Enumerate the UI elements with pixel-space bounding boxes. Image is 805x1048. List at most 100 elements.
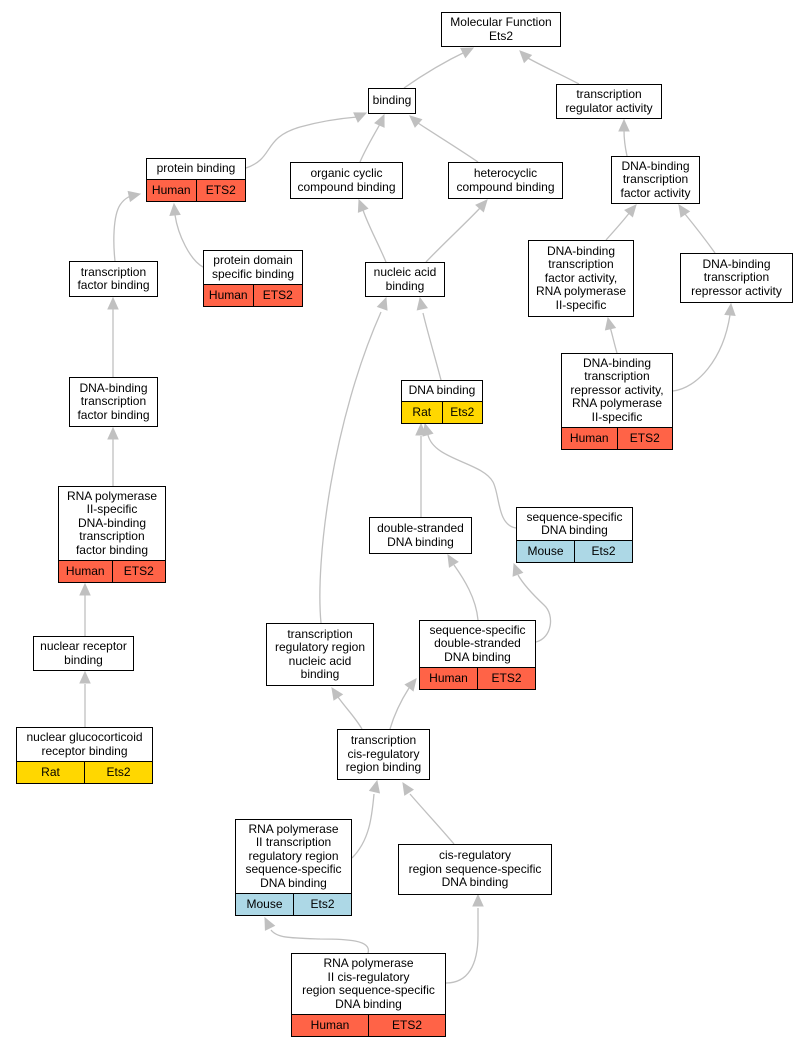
- edge-dbtra-to-dbtfa: [678, 203, 716, 254]
- arrowhead: [264, 916, 276, 931]
- edge-line: [425, 207, 481, 263]
- species-tag: Human: [204, 285, 253, 306]
- edge-tfb-to-pb: [113, 190, 142, 262]
- node-tra[interactable]: transcription regulator activity: [556, 84, 662, 119]
- gene-tag: ETS2: [477, 668, 535, 689]
- node-dbtfb[interactable]: DNA-binding transcription factor binding: [69, 377, 158, 427]
- edge-line: [623, 129, 628, 157]
- node-dbtfa2[interactable]: DNA-binding transcription factor activit…: [528, 240, 634, 317]
- edge-dnab-to-nab: [416, 296, 442, 381]
- node-label: transcription factor binding: [77, 264, 150, 292]
- arrowhead: [447, 553, 459, 568]
- edge-nab-to-ocb: [357, 198, 387, 263]
- node-label: organic cyclic compound binding: [297, 166, 396, 194]
- node-label: RNA polymerase II transcription regulato…: [245, 821, 342, 890]
- edge-dbtra2-to-dbtfa2: [604, 316, 618, 354]
- node-ocb[interactable]: organic cyclic compound binding: [290, 162, 403, 199]
- node-dbtra[interactable]: DNA-binding transcription repressor acti…: [680, 253, 793, 303]
- node-label: sequence-specific DNA binding: [526, 509, 623, 537]
- edge-line: [403, 50, 468, 89]
- arrowhead: [604, 316, 617, 331]
- arrowhead: [460, 47, 475, 59]
- edge-line: [113, 195, 132, 262]
- node-dsdb[interactable]: double-stranded DNA binding: [369, 517, 472, 554]
- node-label: DNA-binding transcription repressor acti…: [570, 355, 664, 424]
- node-crrssdb[interactable]: cis-regulatory region sequence-specific …: [398, 844, 552, 895]
- node-ssdsdb[interactable]: sequence-specific double-stranded DNA bi…: [419, 620, 536, 690]
- arrowhead: [475, 199, 488, 213]
- edge-ssdb-to-dnab: [422, 422, 517, 529]
- gene-tag: ETS2: [616, 428, 672, 449]
- edge-line: [409, 793, 455, 845]
- edge-line: [270, 929, 369, 954]
- edge-nab-to-hcb: [425, 199, 488, 263]
- edge-dbtfb-to-tfb: [107, 296, 119, 377]
- edge-line: [245, 116, 358, 169]
- arrowhead: [368, 779, 381, 794]
- arrowhead: [519, 50, 533, 64]
- edge-line: [605, 211, 631, 241]
- node-dbtra2[interactable]: DNA-binding transcription repressor acti…: [561, 353, 673, 450]
- node-mf[interactable]: Molecular Function Ets2: [441, 12, 561, 47]
- node-tfb[interactable]: transcription factor binding: [69, 261, 158, 297]
- arrowhead: [724, 302, 736, 316]
- edge-line: [684, 213, 716, 254]
- edge-binding-to-mf: [403, 47, 475, 89]
- edge-line: [445, 908, 479, 984]
- edge-line: [174, 214, 204, 268]
- species-tag: Human: [562, 428, 617, 449]
- node-hcb[interactable]: heterocyclic compound binding: [448, 162, 563, 199]
- node-label: transcription cis-regulatory region bind…: [345, 733, 422, 775]
- node-label: double-stranded DNA binding: [377, 521, 464, 549]
- edge-line: [362, 209, 387, 263]
- node-trrnab[interactable]: transcription regulatory region nucleic …: [266, 623, 374, 686]
- arrowhead: [624, 204, 637, 218]
- arrowhead: [107, 426, 119, 440]
- arrowhead: [331, 686, 344, 701]
- edge-dbtfa2-to-dbtfa: [605, 204, 637, 241]
- gene-tag: ETS2: [195, 180, 245, 201]
- node-nrb[interactable]: nuclear receptor binding: [33, 636, 134, 671]
- node-tcrrb[interactable]: transcription cis-regulatory region bind…: [337, 729, 430, 780]
- species-tag: Human: [147, 180, 196, 201]
- node-nab[interactable]: nucleic acid binding: [365, 262, 445, 297]
- node-label: transcription regulator activity: [565, 87, 653, 115]
- node-label: DNA-binding transcription repressor acti…: [691, 256, 782, 298]
- edge-line: [525, 56, 580, 85]
- arrowhead: [107, 296, 119, 310]
- node-binding[interactable]: binding: [368, 88, 416, 114]
- node-label: nuclear receptor binding: [40, 639, 127, 667]
- node-rnap2trr[interactable]: RNA polymerase II transcription regulato…: [235, 819, 352, 916]
- node-rnap2[interactable]: RNA polymerase II-specific DNA-binding t…: [58, 486, 166, 583]
- node-dbtfa[interactable]: DNA-binding transcription factor activit…: [611, 156, 700, 204]
- node-rnap2crr[interactable]: RNA polymerase II cis-regulatory region …: [291, 953, 446, 1037]
- edge-dsdb-to-dnab: [415, 422, 427, 518]
- edge-line: [337, 696, 363, 730]
- species-tag: Mouse: [236, 894, 293, 915]
- node-label: DNA binding: [408, 383, 476, 398]
- edge-crrssdb-to-tcrrb: [402, 781, 455, 845]
- node-label: nuclear glucocorticoid receptor binding: [26, 730, 143, 758]
- node-label: RNA polymerase II-specific DNA-binding t…: [66, 488, 158, 557]
- gene-tag: Ets2: [574, 541, 632, 562]
- node-label: Molecular Function Ets2: [450, 15, 552, 43]
- species-tag: Human: [420, 668, 477, 689]
- node-label: transcription regulatory region nucleic …: [274, 626, 366, 681]
- arrowhead: [618, 118, 630, 132]
- node-label: heterocyclic compound binding: [456, 166, 555, 194]
- arrowhead: [678, 203, 691, 218]
- gene-tag: ETS2: [111, 561, 165, 582]
- edge-nrb-to-rnap2: [79, 582, 91, 636]
- edge-rnap2-to-dbtfb: [107, 426, 119, 486]
